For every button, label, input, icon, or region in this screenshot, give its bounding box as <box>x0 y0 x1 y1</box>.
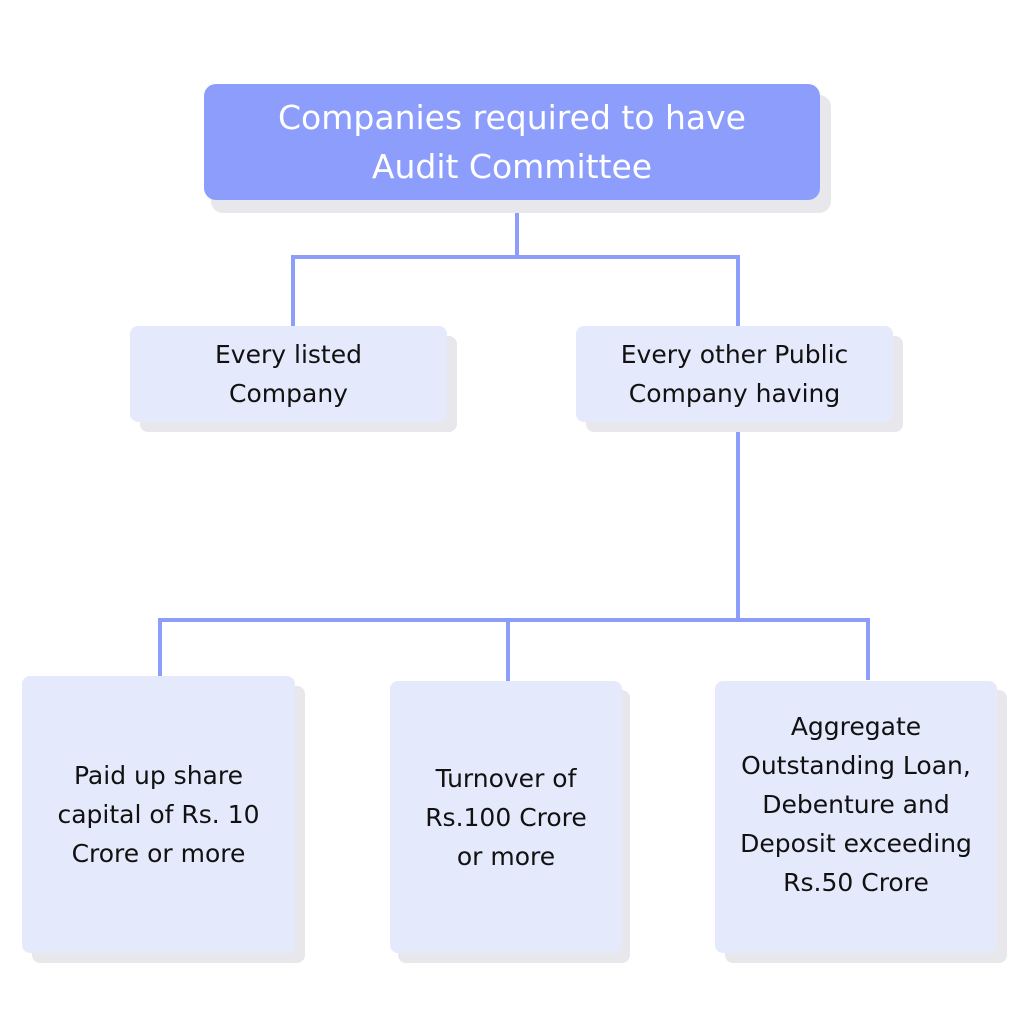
loan-deposit-node: Aggregate Outstanding Loan, Debenture an… <box>715 681 997 953</box>
share-capital-label: Paid up share capital of Rs. 10 Crore or… <box>57 761 260 868</box>
root-node: Companies required to have Audit Committ… <box>204 84 820 200</box>
loan-deposit-label: Aggregate Outstanding Loan, Debenture an… <box>740 711 972 897</box>
connector-branch-bar <box>291 255 740 327</box>
public-company-node: Every other Public Company having <box>576 326 893 422</box>
turnover-label: Turnover of Rs.100 Crore or more <box>425 763 587 871</box>
listed-company-node: Every listed Company <box>130 326 447 422</box>
share-capital-node: Paid up share capital of Rs. 10 Crore or… <box>22 676 295 953</box>
connector-criteria-bar <box>158 618 870 680</box>
public-company-label: Every other Public Company having <box>620 340 849 408</box>
turnover-node: Turnover of Rs.100 Crore or more <box>390 681 622 953</box>
root-node-label: Companies required to have Audit Committ… <box>278 98 746 186</box>
listed-company-label: Every listed Company <box>215 340 362 408</box>
